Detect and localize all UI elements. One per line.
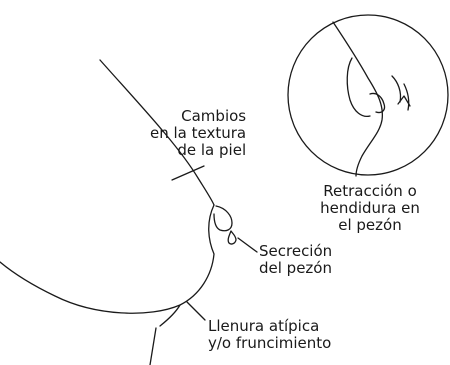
nipple-shape	[213, 205, 233, 232]
leader-discharge	[237, 237, 258, 253]
zoomed-nipple-retraction	[332, 21, 411, 177]
label-nipple-retraction-line2: hendidura en	[320, 199, 420, 217]
leader-fullness	[186, 301, 206, 321]
label-atypical-fullness-line1: Llenura atípica	[208, 317, 320, 335]
discharge-drop-icon	[227, 230, 237, 245]
label-nipple-retraction-line3: el pezón	[338, 216, 402, 234]
fold-curve	[159, 304, 181, 327]
body-contour-line	[99, 59, 215, 206]
label-skin-texture-line3: de la piel	[177, 141, 247, 159]
label-nipple-discharge: Secreción del pezón	[259, 243, 332, 277]
label-nipple-retraction: Retracción o hendidura en el pezón	[312, 183, 428, 234]
label-atypical-fullness: Llenura atípica y/o fruncimiento	[208, 318, 331, 352]
label-skin-texture: Cambios en la textura de la piel	[150, 108, 246, 159]
label-nipple-retraction-line1: Retracción o	[323, 182, 417, 200]
label-atypical-fullness-line2: y/o fruncimiento	[208, 334, 332, 352]
breast-outline	[0, 204, 215, 314]
label-skin-texture-line2: en la textura	[150, 124, 247, 142]
leader-skin-texture	[171, 165, 205, 181]
label-nipple-discharge-line2: del pezón	[259, 259, 332, 277]
nipple-zoom-circle	[287, 14, 449, 176]
label-nipple-discharge-line1: Secreción	[259, 242, 333, 260]
lower-fold-line	[149, 327, 157, 365]
label-skin-texture-line1: Cambios	[181, 107, 247, 125]
